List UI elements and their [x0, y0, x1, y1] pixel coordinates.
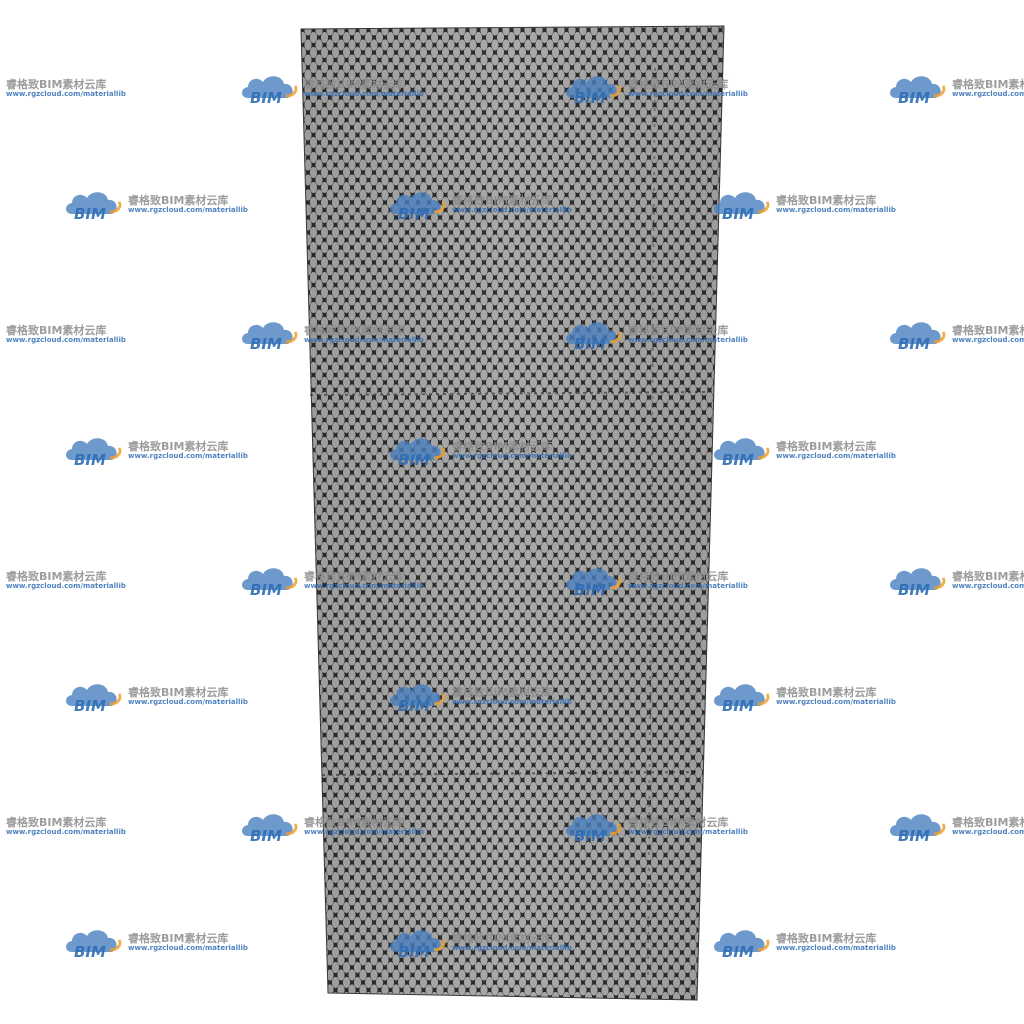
- mesh-seam: [647, 59, 656, 981]
- mesh-seam: [321, 771, 701, 776]
